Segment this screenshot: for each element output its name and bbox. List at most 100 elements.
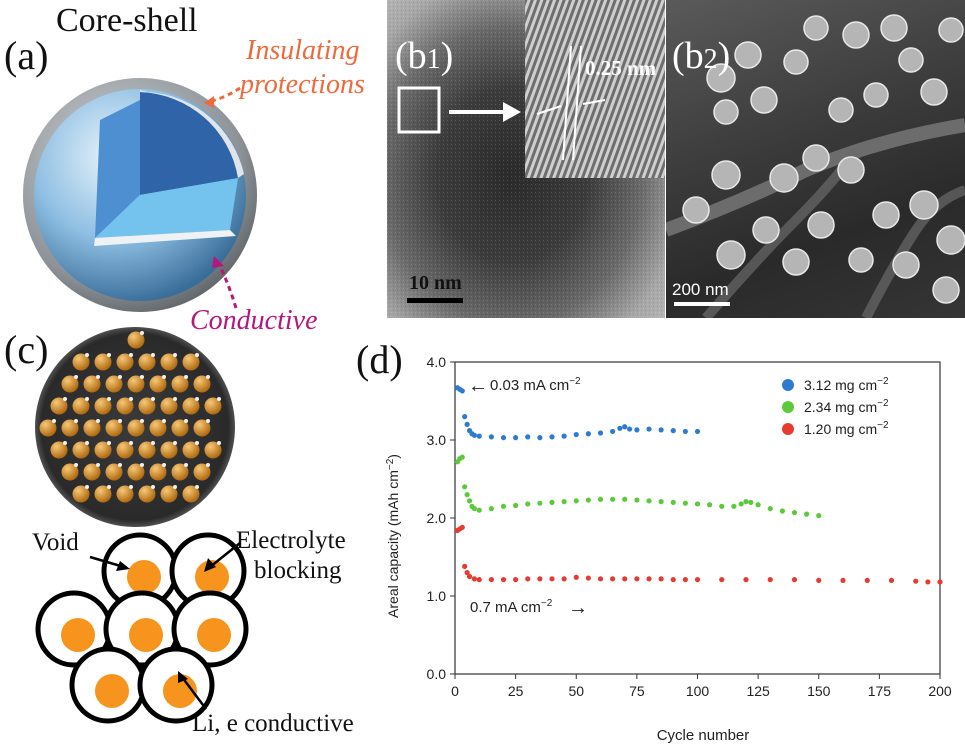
conductive-label: Conductive — [190, 305, 318, 336]
cluster-highlight — [63, 397, 67, 401]
cluster-highlight — [151, 485, 155, 489]
cluster-highlight — [206, 463, 210, 467]
yolk-core — [197, 618, 231, 652]
cluster-particle — [39, 419, 57, 437]
yolk-core — [195, 560, 229, 594]
data-point — [476, 433, 482, 439]
cluster-particle — [72, 353, 90, 371]
cluster-particle — [160, 397, 178, 415]
data-point — [719, 577, 725, 583]
y-tick-label: 3.0 — [427, 432, 447, 448]
x-tick-label: 75 — [629, 683, 645, 699]
li-e-conductive-label: Li, e conductive — [192, 710, 354, 737]
x-tick-label: 50 — [568, 683, 584, 699]
cluster-particle — [50, 441, 68, 459]
insulating-arrowhead — [204, 96, 214, 108]
cluster-particle — [193, 375, 211, 393]
data-point — [464, 570, 470, 576]
x-tick-label: 175 — [868, 683, 892, 699]
cluster-highlight — [140, 463, 144, 467]
panel-b2-label: (b2) — [672, 34, 730, 78]
cluster-highlight — [129, 397, 133, 401]
sem-nanosphere — [713, 99, 739, 125]
data-point — [513, 502, 519, 509]
sem-scale-bar — [674, 302, 730, 306]
data-point — [471, 432, 477, 438]
cluster-particle — [193, 419, 211, 437]
data-point — [476, 507, 482, 513]
sem-fiber-1 — [666, 118, 965, 237]
lattice-line-1 — [562, 45, 572, 161]
data-point — [459, 454, 465, 460]
cluster-highlight — [184, 419, 188, 423]
x-tick-label: 200 — [928, 683, 952, 699]
panel-b2-label-sub: 2 — [703, 44, 718, 75]
data-point — [791, 577, 798, 583]
sem-fiber-3 — [861, 185, 965, 318]
cluster-particle — [72, 397, 90, 415]
cluster-highlight — [162, 419, 166, 423]
x-tick-label: 100 — [686, 683, 710, 699]
data-point — [549, 434, 555, 440]
cluster-particle — [94, 441, 112, 459]
annotation-bottom-sup: −2 — [541, 598, 553, 609]
yolk-core — [95, 674, 129, 708]
chart-legend: 3.12 mg cm−22.34 mg cm−21.20 mg cm−2 — [782, 376, 889, 437]
cluster-particle — [138, 485, 156, 503]
cluster-particle — [160, 441, 178, 459]
insulating-arrow — [207, 86, 241, 104]
data-point — [610, 428, 616, 435]
data-point — [816, 577, 822, 583]
series-1-20 — [454, 524, 943, 585]
data-point — [694, 501, 701, 507]
data-point — [755, 502, 761, 508]
x-tick-label: 150 — [807, 683, 831, 699]
core-shell-sphere — [23, 78, 257, 312]
sem-nanosphere — [807, 211, 835, 239]
data-point — [646, 576, 652, 582]
cluster-particle — [127, 419, 145, 437]
series-2-34 — [454, 454, 822, 519]
cut-rim-bottom — [94, 230, 236, 246]
cluster-particle — [182, 353, 200, 371]
cluster-highlight — [129, 485, 133, 489]
y-axis-label-main: Areal capacity (mAh cm — [385, 470, 401, 618]
cluster-highlight — [74, 419, 78, 423]
cluster-highlight — [151, 397, 155, 401]
data-point — [585, 575, 591, 581]
cluster-highlight — [184, 375, 188, 379]
sem-image: (b2) 200 nm — [666, 0, 965, 318]
data-point — [500, 577, 507, 583]
cluster-particle — [116, 397, 134, 415]
cluster-highlight — [107, 485, 111, 489]
data-point — [585, 497, 591, 503]
panel-d-label: (d) — [356, 337, 403, 382]
cluster-highlight — [129, 441, 133, 445]
sem-nanosphere — [769, 163, 799, 193]
cluster-particle — [72, 441, 90, 459]
cluster-particle — [105, 375, 123, 393]
legend-label: 3.12 mg cm−2 — [804, 376, 889, 393]
sem-nanosphere — [863, 82, 889, 108]
cluster-particle — [94, 485, 112, 503]
insulating-label-line1: Insulating — [246, 35, 360, 66]
electrolyte-label: Electrolyte blocking — [236, 526, 346, 586]
cluster-particle — [138, 441, 156, 459]
annotation-top-main: 0.03 mA cm — [490, 377, 569, 394]
yolk-shell-cells — [35, 532, 249, 724]
cluster-highlight — [85, 353, 89, 357]
data-point — [610, 576, 616, 582]
cluster-particle — [94, 397, 112, 415]
y-tick-label: 4.0 — [427, 354, 447, 370]
data-point — [462, 414, 468, 420]
sem-nanosphere — [936, 225, 965, 255]
cluster-particle — [182, 397, 200, 415]
cluster-highlight — [195, 397, 199, 401]
data-point — [462, 563, 468, 569]
data-point — [488, 434, 494, 440]
data-point — [816, 513, 822, 519]
cluster-particle — [94, 353, 112, 371]
data-point — [597, 576, 604, 582]
data-point — [719, 503, 725, 509]
